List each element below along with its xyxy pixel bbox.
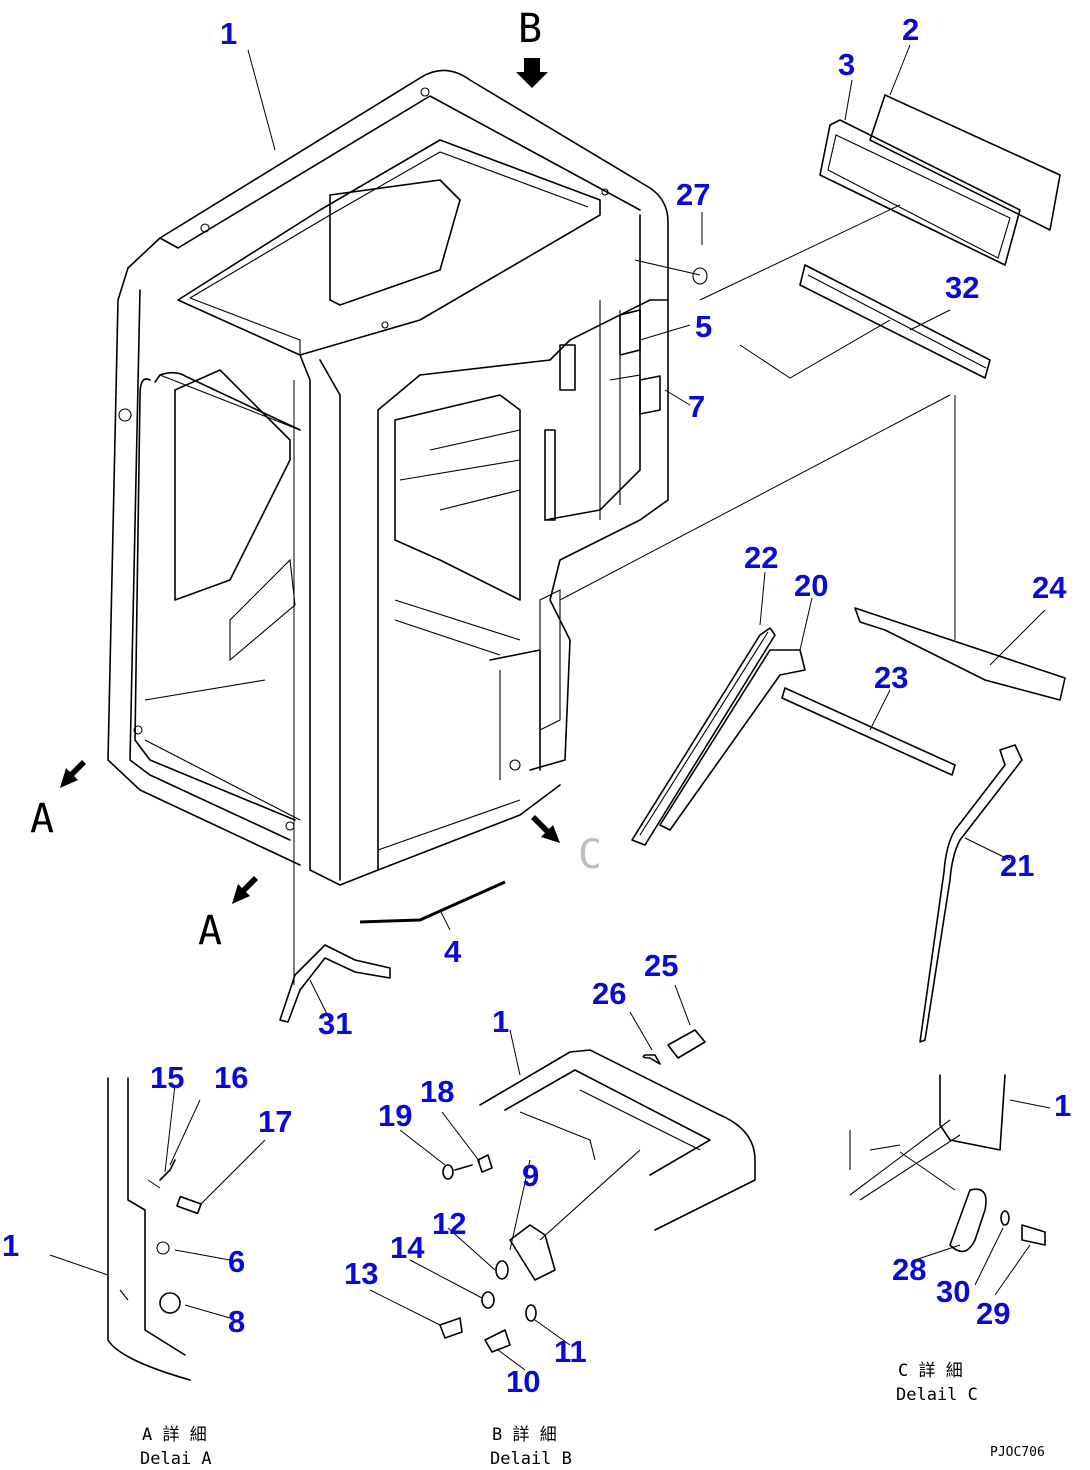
- caption-c-en: Delail C: [896, 1385, 978, 1405]
- callout-1-detail-c: 1: [1054, 1088, 1071, 1123]
- detail-c: [849, 1074, 1051, 1253]
- view-marker-b: B: [518, 6, 542, 52]
- view-marker-a-bottom: A: [198, 908, 222, 954]
- callout-21: 21: [1000, 848, 1034, 883]
- part-27-bolt: [634, 259, 708, 285]
- caption-c-jp: C 詳 細: [898, 1361, 963, 1381]
- callout-19: 19: [378, 1098, 412, 1133]
- part-2-shade: [869, 94, 1061, 231]
- callout-18: 18: [420, 1074, 454, 1109]
- callout-5: 5: [695, 309, 712, 344]
- callout-1-main: 1: [220, 16, 237, 51]
- view-marker-c: C: [578, 832, 602, 878]
- callout-25: 25: [644, 948, 678, 983]
- part-3-frame: [819, 119, 1021, 266]
- callout-17: 17: [258, 1104, 292, 1139]
- callout-16: 16: [214, 1060, 248, 1095]
- callout-8: 8: [228, 1304, 245, 1339]
- callout-9: 9: [522, 1158, 539, 1193]
- callout-29: 29: [976, 1296, 1010, 1331]
- view-marker-a-left: A: [30, 796, 54, 842]
- view-arrow-c: [531, 815, 560, 843]
- part-5-clip: [619, 309, 641, 356]
- part-23-strip: [781, 687, 956, 776]
- callout-11: 11: [554, 1334, 587, 1369]
- callout-12: 12: [432, 1206, 466, 1241]
- part-4-strip: [359, 880, 506, 924]
- view-arrow-a-bottom: [232, 876, 258, 904]
- callout-15: 15: [150, 1060, 184, 1095]
- callout-10: 10: [506, 1364, 540, 1399]
- callout-6: 6: [228, 1244, 245, 1279]
- callout-13: 13: [344, 1256, 378, 1291]
- detail-a: [107, 1077, 202, 1381]
- part-22-seal: [631, 627, 776, 846]
- callout-31: 31: [318, 1006, 352, 1041]
- callout-30: 30: [936, 1274, 970, 1309]
- part-7-clip: [609, 374, 661, 415]
- caption-b-en: Delail B: [490, 1449, 572, 1469]
- callout-32: 32: [945, 270, 979, 305]
- callout-1-detail-a: 1: [2, 1228, 19, 1263]
- cab-frame: [107, 69, 669, 886]
- callout-28: 28: [892, 1252, 926, 1287]
- view-letters: B A A C: [30, 6, 602, 954]
- caption-b-jp: B 詳 細: [492, 1425, 557, 1445]
- callout-3: 3: [838, 47, 855, 82]
- detail-captions: A 詳 細 Delai A B 詳 細 Delail B C 詳 細 Delai…: [140, 1361, 1045, 1469]
- part-31-bracket: [279, 380, 391, 1023]
- callout-7: 7: [688, 389, 705, 424]
- view-arrow-a-left: [60, 760, 86, 788]
- callout-1-detail-b: 1: [492, 1004, 509, 1039]
- callout-26: 26: [592, 976, 626, 1011]
- callout-22: 22: [744, 540, 778, 575]
- callout-27: 27: [676, 177, 710, 212]
- callout-4: 4: [444, 934, 462, 969]
- view-arrow-b: [516, 58, 548, 88]
- callout-24: 24: [1032, 570, 1067, 605]
- caption-a-en: Delai A: [140, 1449, 212, 1469]
- part-21-seal: [919, 744, 1023, 1043]
- drawing-code: PJOC706: [990, 1445, 1045, 1460]
- part-32-rail: [799, 264, 991, 379]
- part-20-seal: [659, 649, 806, 831]
- detail-b: [439, 1029, 756, 1353]
- callout-14: 14: [390, 1230, 425, 1265]
- callout-23: 23: [874, 660, 908, 695]
- leader-lines: [49, 44, 1046, 1371]
- callout-2: 2: [902, 12, 919, 47]
- part-24-strip: [854, 607, 1066, 701]
- callout-numbers: 1 2 3 27 5 32 7 22 20 24 23 21 4 31 25 2…: [2, 12, 1071, 1399]
- callout-20: 20: [794, 568, 828, 603]
- caption-a-jp: A 詳 細: [142, 1425, 207, 1445]
